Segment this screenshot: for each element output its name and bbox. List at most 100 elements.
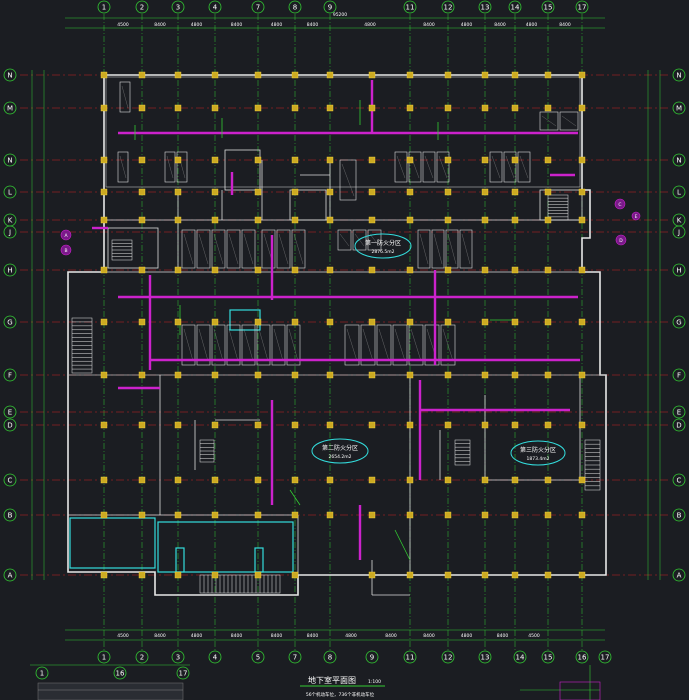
column <box>544 318 552 326</box>
axis-bubble-right: H <box>672 263 686 277</box>
svg-text:5: 5 <box>256 654 260 662</box>
column <box>291 511 299 519</box>
column <box>254 371 262 379</box>
svg-text:N: N <box>7 72 12 80</box>
axis-bubble-left: M <box>3 101 17 115</box>
dim-text: 4800 <box>271 22 283 28</box>
svg-text:C: C <box>677 477 682 485</box>
column <box>511 476 519 484</box>
dim-text: 8400 <box>423 633 435 639</box>
column <box>100 318 108 326</box>
column <box>100 71 108 79</box>
svg-text:C: C <box>618 202 621 208</box>
drawing-title: 地下室平面图 <box>308 675 356 685</box>
svg-text:D: D <box>619 238 623 244</box>
column <box>368 476 376 484</box>
axis-bubble-legend: 17 <box>176 666 190 680</box>
axis-bubble-bottom: 14 <box>513 650 527 664</box>
dim-text: 8400 <box>497 633 509 639</box>
dim-text: 8400 <box>271 633 283 639</box>
svg-text:F: F <box>8 372 12 380</box>
axis-bubble-left: H <box>3 263 17 277</box>
svg-text:B: B <box>64 248 67 254</box>
dim-text: 4500 <box>117 633 129 639</box>
column <box>174 476 182 484</box>
duct-fittings <box>134 100 515 561</box>
column <box>368 104 376 112</box>
column <box>291 571 299 579</box>
svg-text:B: B <box>677 512 682 520</box>
fire-zone-1: 第一防火分区 2876.5m2 <box>354 233 412 259</box>
stair-hatches <box>71 194 601 594</box>
svg-text:K: K <box>677 217 682 225</box>
column <box>174 511 182 519</box>
column <box>326 511 334 519</box>
column <box>368 156 376 164</box>
column <box>406 421 414 429</box>
axis-bubble-bottom: 3 <box>171 650 185 664</box>
axis-bubble-right: F <box>672 368 686 382</box>
column <box>254 156 262 164</box>
svg-text:F: F <box>677 372 681 380</box>
svg-text:2: 2 <box>140 654 144 662</box>
column <box>444 318 452 326</box>
axis-bubble-right: N <box>672 68 686 82</box>
axis-bubble-top: 9 <box>323 0 337 14</box>
column <box>326 216 334 224</box>
total-width-dim: 95200 <box>333 12 347 18</box>
column <box>511 156 519 164</box>
svg-text:C: C <box>8 477 13 485</box>
column <box>368 71 376 79</box>
svg-text:3: 3 <box>176 4 180 12</box>
column <box>544 71 552 79</box>
svg-text:13: 13 <box>481 654 490 662</box>
column <box>254 104 262 112</box>
column <box>444 71 452 79</box>
column <box>444 476 452 484</box>
column <box>254 216 262 224</box>
column <box>100 476 108 484</box>
axis-bubble-left: E <box>3 405 17 419</box>
section-callouts <box>60 198 641 256</box>
column <box>481 216 489 224</box>
dim-text: 4500 <box>528 633 540 639</box>
column <box>481 188 489 196</box>
column <box>481 156 489 164</box>
svg-text:3: 3 <box>176 654 180 662</box>
axis-bubble-top: 8 <box>288 0 302 14</box>
column <box>511 371 519 379</box>
column <box>138 188 146 196</box>
column <box>211 104 219 112</box>
axis-bubble-bottom: 2 <box>135 650 149 664</box>
dim-text: 8400 <box>494 22 506 28</box>
column <box>368 421 376 429</box>
column <box>138 266 146 274</box>
column <box>326 266 334 274</box>
bottom-dimension-lines <box>65 629 605 641</box>
svg-text:J: J <box>8 229 11 237</box>
column <box>100 511 108 519</box>
column <box>406 216 414 224</box>
column <box>326 421 334 429</box>
ducts <box>92 80 580 560</box>
column <box>254 188 262 196</box>
svg-text:D: D <box>676 422 681 430</box>
column <box>511 511 519 519</box>
axis-bubble-bottom: 8 <box>323 650 337 664</box>
svg-text:17: 17 <box>179 670 188 678</box>
svg-text:16: 16 <box>578 654 587 662</box>
dim-text: 8400 <box>307 22 319 28</box>
axis-bubble-bottom: 9 <box>365 650 379 664</box>
axis-bubble-right: D <box>672 418 686 432</box>
column <box>254 71 262 79</box>
svg-text:N: N <box>7 157 12 165</box>
column <box>511 318 519 326</box>
svg-text:K: K <box>8 217 13 225</box>
svg-text:B: B <box>8 512 13 520</box>
column <box>138 71 146 79</box>
column <box>326 104 334 112</box>
axis-bubble-right: J <box>672 225 686 239</box>
column <box>326 318 334 326</box>
